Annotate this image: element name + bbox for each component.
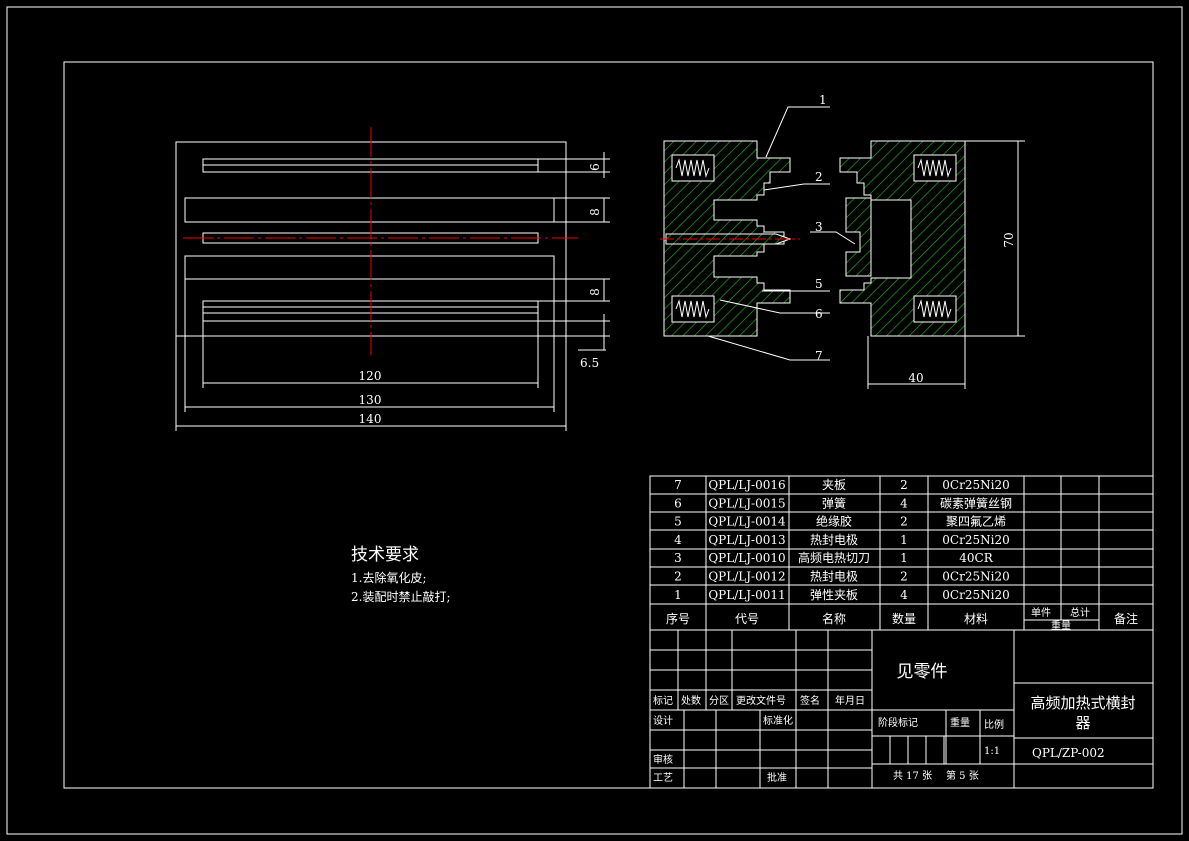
bom-cell-name: 高频电热切刀 [798,550,870,565]
bom-cell-name: 绝缘胶 [816,514,852,529]
bom-cell-name: 弹性夹板 [810,588,858,602]
bom-cell-no: 5 [674,515,682,529]
tb-design: 设计 [653,714,673,727]
tb-approve: 批准 [767,771,787,784]
callout-6: 6 [815,307,823,321]
bom-cell-name: 热封电极 [810,533,858,547]
tb-weight: 重量 [950,716,970,729]
bom-cell-code: QPL/LJ-0016 [708,478,785,492]
bom-h-weight: 重量 [1051,619,1071,632]
bom-h-total: 总计 [1070,606,1090,619]
bom-cell-mat: 0Cr25Ni20 [942,570,1009,584]
left-view [175,127,610,431]
bom-cell-name: 热封电极 [810,570,858,584]
bom-cell-mat: 聚四氟乙烯 [946,515,1006,529]
tb-count: 处数 [681,694,701,707]
callout-5: 5 [815,277,823,291]
bom-cell-no: 6 [674,496,682,510]
callout-2: 2 [815,170,823,184]
bom-h-no: 序号 [666,611,690,626]
tb-zone: 分区 [709,695,729,707]
tech-title: 技术要求 [351,545,419,565]
tb-sign: 签名 [800,694,820,707]
bom-cell-code: QPL/LJ-0014 [708,515,786,529]
bom-cell-name: 弹簧 [822,495,846,510]
bom-h-mat: 材料 [964,612,988,626]
outer-border [6,6,1183,835]
title-block-grid [649,629,1154,789]
part-note: 见零件 [897,662,948,682]
tb-scale: 1:1 [984,746,1000,757]
bom-cell-qty: 4 [900,496,908,510]
tb-stage: 阶段标记 [878,716,918,729]
drawing-title-2: 器 [1075,714,1090,732]
tb-process: 工艺 [653,772,673,784]
drawing-title: 高频加热式横封 [1030,694,1135,712]
bom-grid [649,475,1154,631]
bom-cell-no: 7 [674,478,682,492]
bom-cell-code: QPL/LJ-0011 [708,588,785,602]
bom-cell-qty: 4 [900,588,908,602]
bom-cell-qty: 1 [900,533,908,547]
bom-cell-mat: 0Cr25Ni20 [942,533,1009,547]
tb-sheets: 共 17 张 [893,770,932,782]
bom-cell-qty: 2 [900,570,908,584]
dim-40: 40 [908,371,923,385]
tech-item-2: 2.装配时禁止敲打; [351,589,451,604]
bom-cell-code: QPL/LJ-0015 [708,496,785,510]
dim-70: 70 [1002,232,1016,247]
bom-cell-no: 1 [674,588,682,602]
bom-cell-no: 2 [674,570,682,584]
bom-cell-code: QPL/LJ-0010 [708,551,785,565]
dim-8b: 8 [588,288,602,296]
dim-130: 130 [359,393,382,407]
bom-cell-code: QPL/LJ-0013 [708,533,785,547]
bom-h-note: 备注 [1114,611,1138,626]
dim-120: 120 [359,369,382,383]
bom-cell-mat: 0Cr25Ni20 [942,588,1009,602]
dim-6: 6 [588,163,602,171]
tb-check: 审核 [653,753,673,766]
dim-6-5: 6.5 [580,356,599,370]
callout-1: 1 [819,93,827,107]
tb-scale-label: 比例 [984,718,1004,731]
bom-cell-qty: 2 [900,478,908,492]
bom-h-code: 代号 [735,612,759,626]
tb-sheet: 第 5 张 [946,769,979,782]
tb-std: 标准化 [763,714,793,727]
callout-7: 7 [815,349,823,363]
bom-h-name: 名称 [822,611,846,626]
tb-date: 年月日 [835,694,865,707]
section-view [660,106,1025,389]
bom-cell-name: 夹板 [822,478,846,492]
bom-cell-no: 3 [674,551,682,565]
bom-rows: 7 QPL/LJ-0016 夹板 2 0Cr25Ni20 6 QPL/LJ-0015 弹簧 4 碳… [674,478,1012,602]
bom-h-qty: 数量 [892,611,916,626]
dim-140: 140 [359,412,382,426]
bom-cell-mat: 碳素弹簧丝钢 [940,495,1012,510]
bom-cell-code: QPL/LJ-0012 [708,570,785,584]
callout-3: 3 [815,220,823,234]
drawing-number: QPL/ZP-002 [1032,746,1105,760]
tb-mark: 标记 [653,695,673,707]
tb-docno: 更改文件号 [736,694,786,707]
bom-cell-qty: 1 [900,551,908,565]
dim-8a: 8 [588,208,602,216]
bom-cell-no: 4 [674,533,682,547]
bom-cell-qty: 2 [900,515,908,529]
inner-border [63,61,1154,789]
bom-cell-mat: 40CR [959,551,993,565]
bom-cell-mat: 0Cr25Ni20 [942,478,1009,492]
tech-item-1: 1.去除氧化皮; [351,570,427,585]
bom-h-unit: 单件 [1031,607,1051,619]
